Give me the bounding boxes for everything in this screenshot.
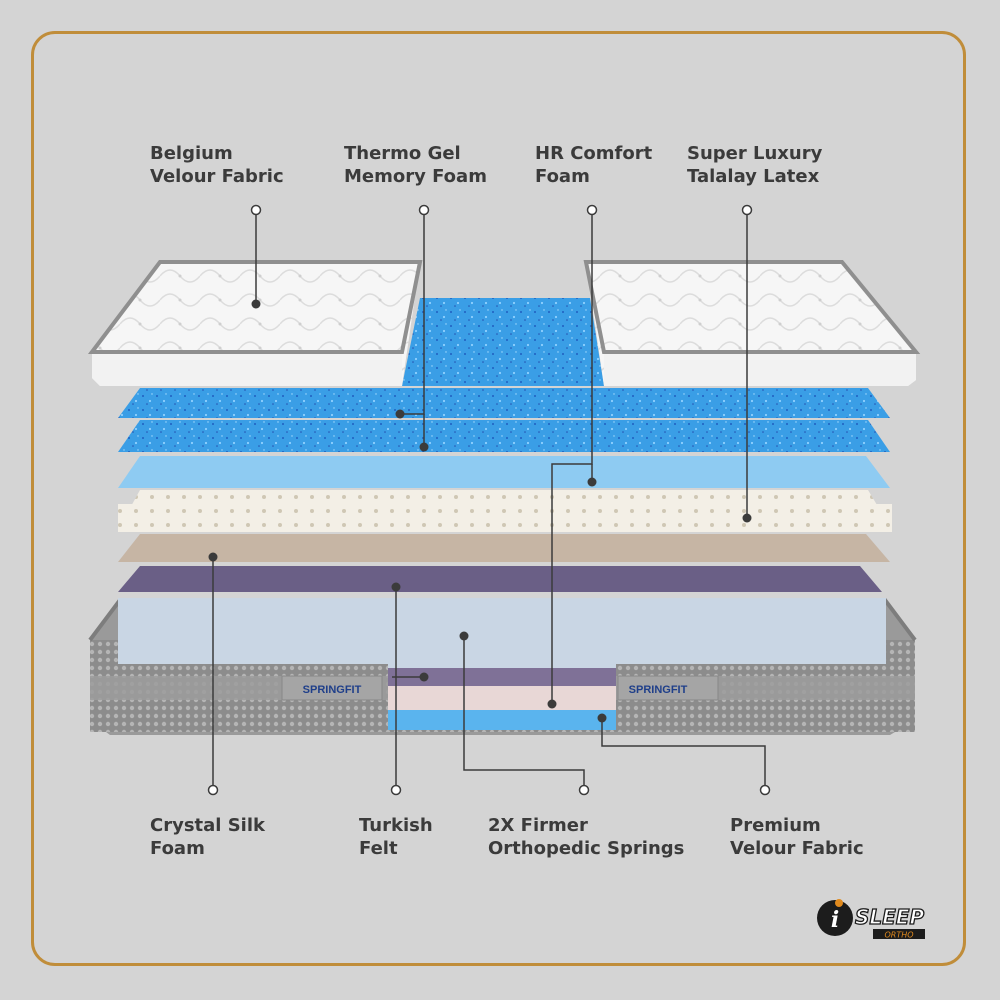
label-line: Memory Foam — [344, 166, 487, 187]
label-line: Velour Fabric — [730, 838, 864, 859]
label-turkish-felt: Turkish Felt — [359, 814, 433, 860]
label-line: Turkish — [359, 815, 433, 836]
label-belgium-velour-fabric: Belgium Velour Fabric — [150, 142, 284, 188]
top-fabric-right — [583, 260, 921, 386]
label-orthopedic-springs: 2X Firmer Orthopedic Springs — [488, 814, 684, 860]
label-line: Foam — [150, 838, 205, 859]
springfit-label-left: SPRINGFIT — [303, 684, 362, 696]
gel-layer-1 — [118, 388, 890, 418]
latex-layer — [118, 490, 892, 532]
label-premium-velour-fabric: Premium Velour Fabric — [730, 814, 864, 860]
label-line: Belgium — [150, 143, 233, 164]
top-fabric-left — [87, 260, 423, 386]
logo-sub-text: ORTHO — [884, 931, 913, 940]
label-line: Orthopedic Springs — [488, 838, 685, 859]
gel-layer-2 — [118, 420, 890, 452]
springfit-label-right: SPRINGFIT — [629, 684, 688, 696]
label-hr-comfort-foam: HR Comfort Foam — [535, 142, 652, 188]
label-line: Foam — [535, 166, 590, 187]
label-crystal-silk-foam: Crystal Silk Foam — [150, 814, 265, 860]
label-line: Premium — [730, 815, 821, 836]
label-line: Velour Fabric — [150, 166, 284, 187]
leader-lines — [212, 210, 766, 790]
layer-point-dots — [208, 299, 752, 723]
hr-foam-layer — [118, 456, 890, 488]
label-line: Thermo Gel — [344, 143, 461, 164]
label-line: Crystal Silk — [150, 815, 265, 836]
springfit-tag-left: SPRINGFIT — [281, 675, 383, 701]
felt-layer — [118, 566, 882, 592]
base-cutaway — [388, 642, 616, 730]
outer-frame — [31, 31, 966, 966]
label-line: Felt — [359, 838, 398, 859]
label-line: Talalay Latex — [687, 166, 820, 187]
gel-center-block — [402, 298, 604, 386]
logo-main-text: SLEEP — [855, 905, 924, 929]
springfit-tag-right: SPRINGFIT — [617, 675, 719, 701]
crystal-silk-layer — [118, 534, 890, 562]
isleep-ortho-logo: i SLEEP ORTHO — [817, 899, 925, 940]
label-line: Super Luxury — [687, 143, 823, 164]
logo-letter: i — [831, 907, 839, 933]
label-thermo-gel-memory-foam: Thermo Gel Memory Foam — [344, 142, 487, 188]
label-line: 2X Firmer — [488, 815, 588, 836]
leader-end-dots — [207, 204, 771, 796]
label-super-luxury-talalay-latex: Super Luxury Talalay Latex — [687, 142, 822, 188]
label-line: HR Comfort — [535, 143, 653, 164]
